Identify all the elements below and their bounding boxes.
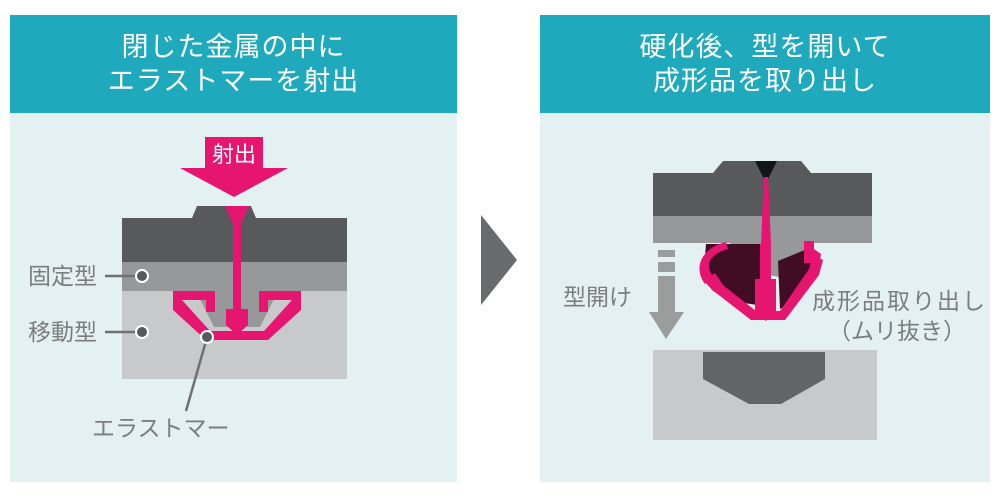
takeout-label-line2: （ムリ抜き） (828, 318, 966, 344)
left-panel-header: 閉じた金属の中に エラストマーを射出 (10, 15, 457, 113)
right-panel-body: 型開け 成形品取り出し （ムリ抜き） (540, 113, 990, 482)
right-triangle-icon (481, 215, 517, 305)
sprue-funnel (225, 206, 249, 224)
elastomer-flange-left (173, 291, 215, 300)
sprue-strand (761, 177, 771, 244)
moving-mold-label: 移動型 (28, 319, 97, 345)
injection-arrow-head (180, 168, 288, 197)
right-header-line1: 硬化後、型を開いて (639, 32, 891, 62)
part-sprue-tip (755, 311, 776, 321)
part-hook-left (699, 242, 728, 284)
right-panel-header: 硬化後、型を開いて 成形品を取り出し (540, 15, 990, 113)
elastomer-cup-wall (173, 300, 301, 340)
elastomer-tab-left (206, 300, 215, 312)
left-panel: 閉じた金属の中に エラストマーを射出 射出 (10, 15, 457, 482)
injection-arrow-label: 射出 (212, 142, 256, 167)
part-sprue-column-wide (755, 279, 776, 311)
elastomer-label: エラストマー (92, 415, 230, 441)
elastomer-leader-dot (200, 330, 214, 344)
part-wall (711, 255, 823, 320)
empty-cavity (703, 352, 825, 404)
open-mold-diagram: 型開け 成形品取り出し （ムリ抜き） (563, 161, 987, 440)
open-arrow-head (649, 312, 684, 339)
upper-mold-plate (653, 173, 872, 216)
sprue-channel (233, 221, 241, 309)
right-header-line2: 成形品を取り出し (653, 66, 877, 96)
closed-mold-diagram: 射出 固定型 移動型 (28, 137, 347, 441)
part-sprue-column (760, 244, 771, 279)
mold-open-label: 型開け (563, 284, 632, 310)
elastomer-leader-line (184, 340, 208, 412)
elastomer-flange-right (259, 291, 301, 300)
step-transition-arrow (481, 215, 517, 305)
open-arrow-shaft (658, 276, 675, 312)
moving-mold-leader-dot (135, 325, 149, 339)
part-flange-right (804, 241, 821, 266)
flow-arrow-tip (226, 325, 248, 335)
left-header-line1: 閉じた金属の中に (121, 32, 346, 62)
open-arrow-dash2 (658, 262, 675, 272)
left-header-line2: エラストマーを射出 (107, 66, 360, 96)
flow-arrow-body (226, 309, 248, 325)
open-arrow-dash1 (658, 250, 675, 257)
part-shadow-left (704, 244, 770, 307)
sprue-void (755, 161, 777, 183)
left-panel-body: 射出 固定型 移動型 (10, 113, 457, 482)
injection-arrow-body (205, 137, 263, 169)
right-panel: 硬化後、型を開いて 成形品を取り出し (540, 15, 990, 482)
fixed-mold-leader-dot (135, 269, 149, 283)
fixed-mold-label: 固定型 (28, 263, 97, 289)
takeout-label-line1: 成形品取り出し (812, 288, 987, 314)
elastomer-tab-right (259, 300, 268, 312)
